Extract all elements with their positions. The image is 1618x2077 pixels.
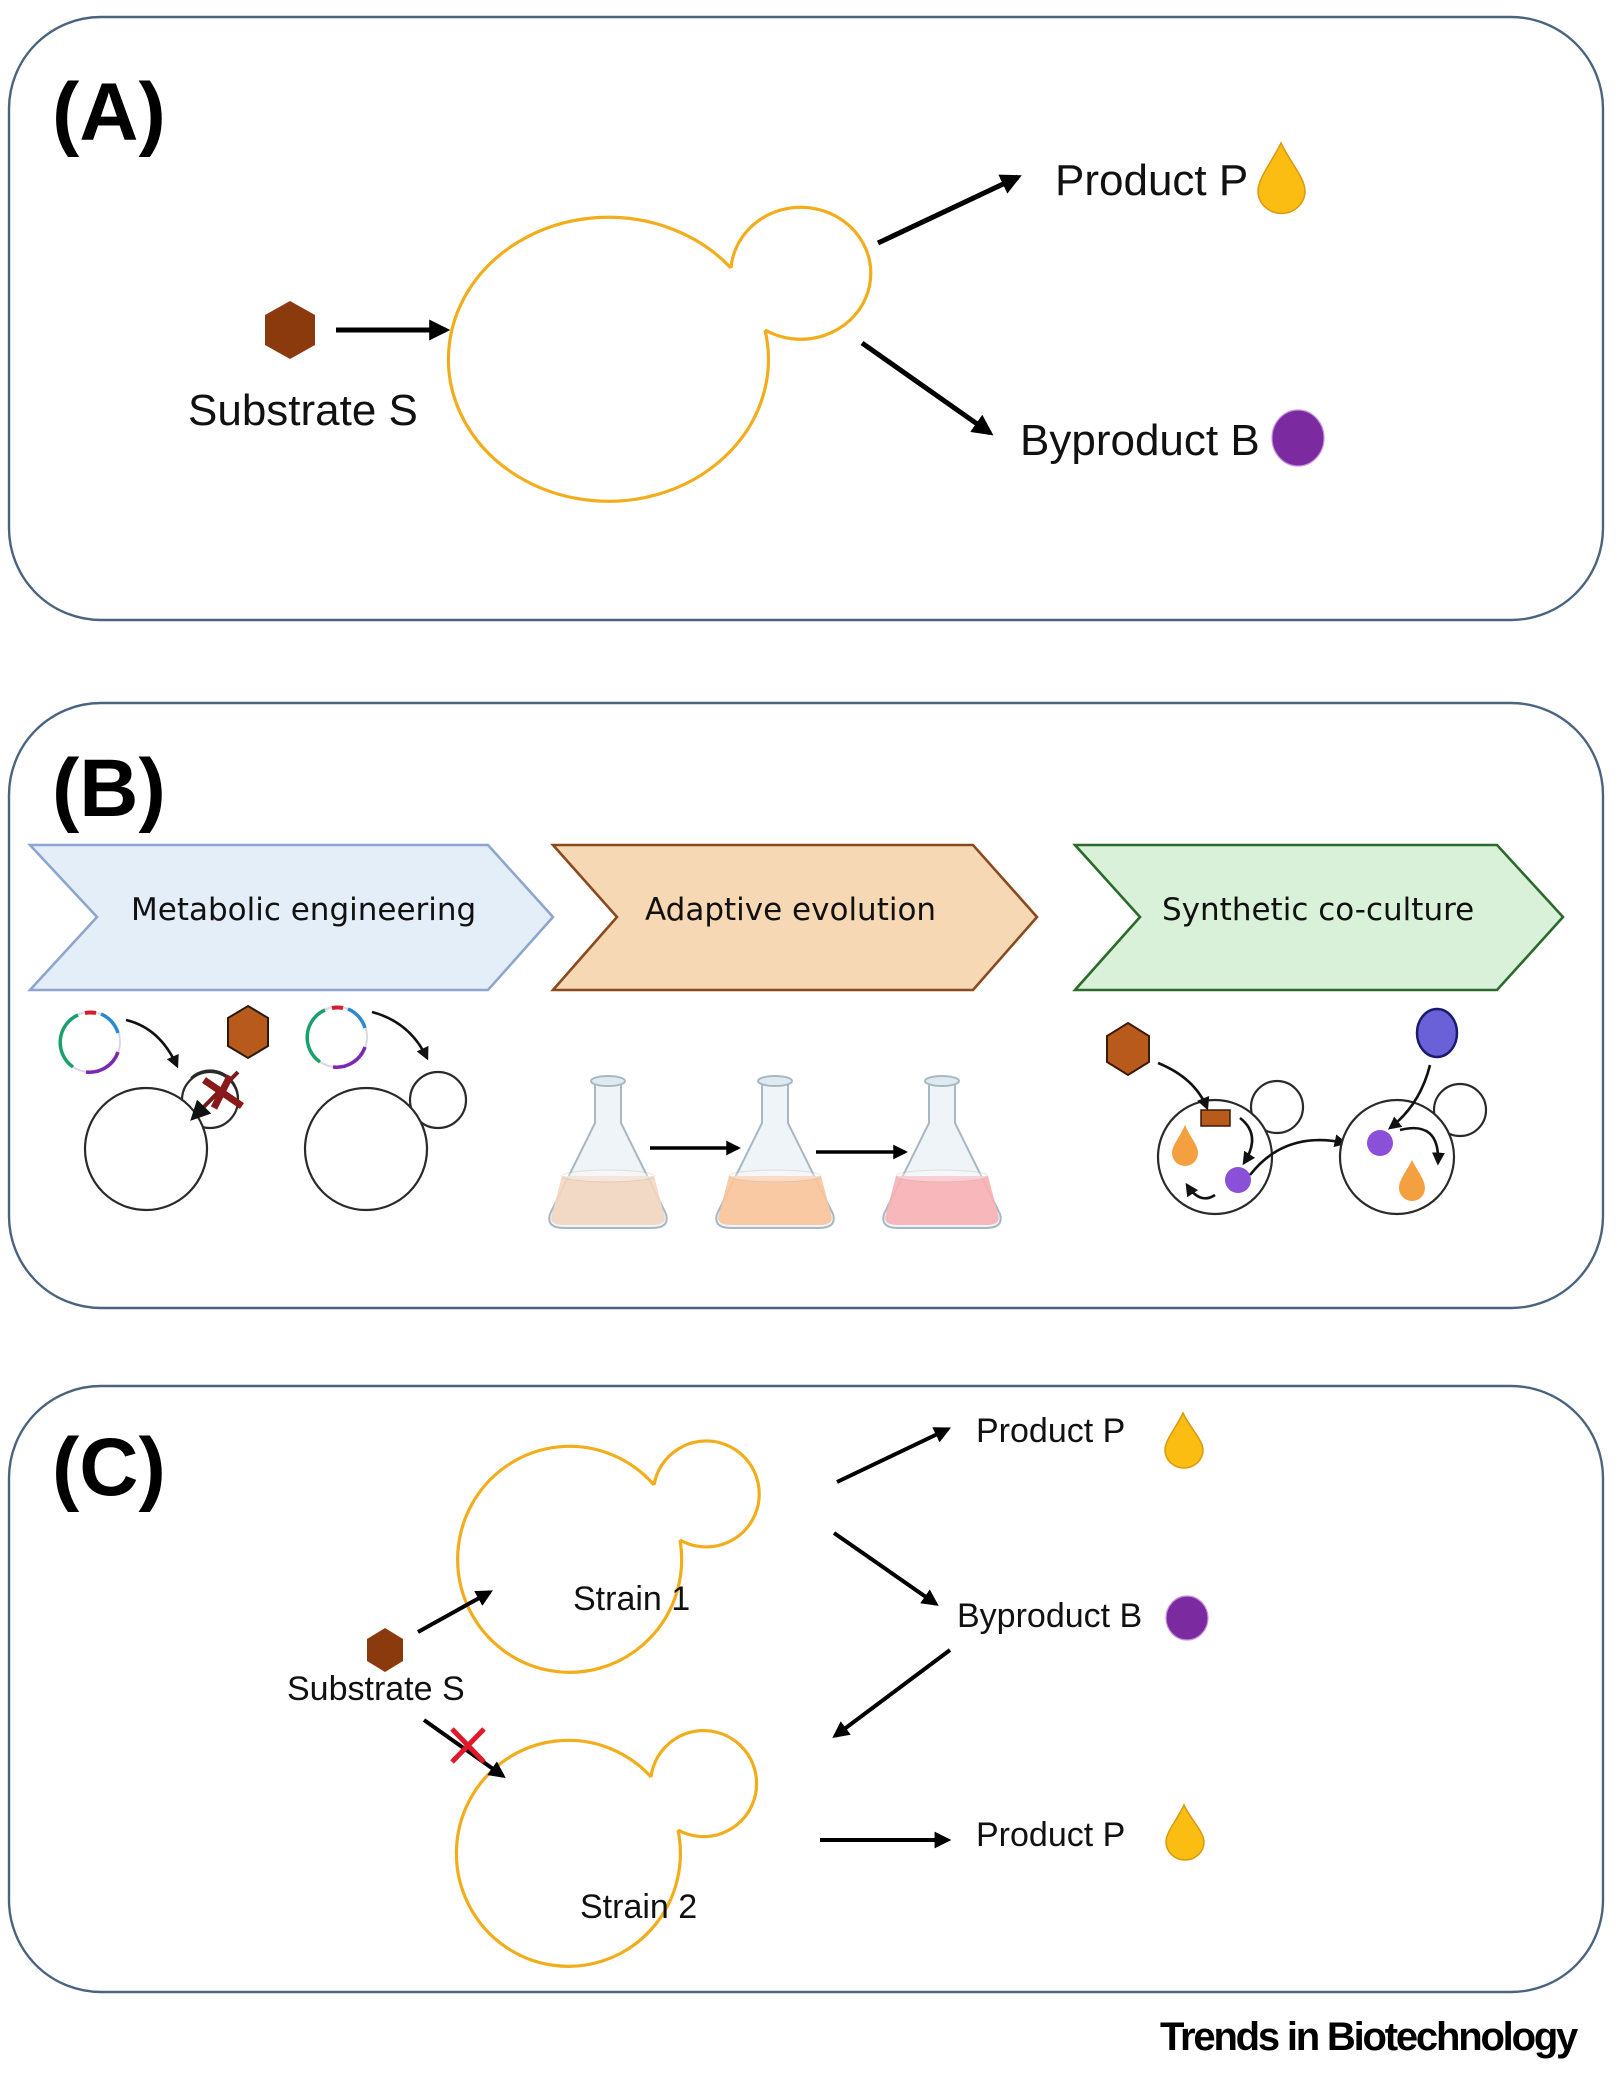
product-droplet-icon [1164,1411,1204,1469]
panel-a: (A) Substrate S Product P Byproduct B [7,15,1605,622]
arrow-cell-to-product [876,174,1022,246]
substrate-label: Substrate S [287,1670,465,1708]
strain2-label: Strain 2 [580,1888,697,1926]
arrow-substrate-to-strain1 [417,1590,493,1634]
strain1-bud-outline [652,1439,761,1549]
panel-a-border [7,15,1605,622]
panel-c-label: (C) [52,1422,166,1513]
strain2-bud-outline [649,1729,759,1839]
knockout-x-icon [202,1074,244,1110]
flask-sequence [548,1075,1002,1229]
flask-icon [882,1075,1002,1229]
arrow-byproduct-transfer [1248,1134,1348,1176]
arrow-plasmid-to-cell [125,1018,179,1069]
panel-b: (B) Metabolic engineering Adaptive evolu… [7,701,1605,1310]
arrow-to-product [1399,1126,1445,1166]
byproduct-circle-icon [1165,1595,1209,1641]
arrow-strain1-to-product [836,1427,952,1484]
byproduct-circle-icon [1225,1167,1251,1193]
strain2-mother-outline [454,1738,682,1968]
flask-liquid [551,1176,665,1225]
arrow-plasmid-to-cell [371,1010,429,1061]
product-label: Product P [1055,156,1248,205]
substrate-hexagon-icon [367,1628,403,1672]
byproduct-circle-icon [1271,409,1325,467]
step-adaptive-evolution: Adaptive evolution [550,843,1039,992]
byproduct-label: Byproduct B [957,1597,1142,1635]
plasmid-icon [305,1005,368,1069]
flask-icon [715,1075,835,1229]
panel-c-border [7,1384,1605,1994]
chevron-synthetic-co-culture [1072,843,1565,992]
panel-b-label: (B) [52,743,166,834]
arrow-strain1-to-byproduct [832,1531,939,1606]
substrate-hexagon-icon [1106,1021,1150,1077]
arrow-to-byproduct [1239,1116,1256,1166]
byproduct-label: Byproduct B [1020,416,1260,465]
yeast-cell-icon [456,1439,761,1674]
strain1-label: Strain 1 [573,1580,690,1618]
product-droplet-icon [1172,1125,1198,1166]
yeast-cell-icon [446,205,873,503]
product-droplet-icon [1399,1160,1425,1201]
byproduct-circle-icon [1367,1130,1393,1156]
yeast-cell-icon [454,1729,759,1968]
product-label-bottom: Product P [976,1816,1125,1854]
product-droplet-icon [1165,1803,1205,1861]
panel-a-label: (A) [52,67,166,158]
substrate-hexagon-icon [227,1004,269,1060]
panel-c: (C) Strain 1 Strain 2 Substrate S Produc… [7,1384,1605,1994]
step-label: Synthetic co-culture [1162,892,1474,928]
journal-name: Trends in Biotechnology [1160,2015,1579,2059]
arrow-uptake [1387,1064,1432,1130]
product-label-top: Product P [976,1412,1125,1450]
flask-icon [548,1075,668,1229]
step-synthetic-co-culture: Synthetic co-culture [1072,843,1565,992]
flask-liquid [718,1176,832,1225]
chevron-metabolic-engineering [27,843,555,992]
arrow-substrate-uptake [1157,1061,1210,1111]
plasmid-icon [58,1010,121,1074]
flask-liquid [885,1176,999,1225]
step-metabolic-engineering: Metabolic engineering [27,843,555,992]
strain1-mother-outline [456,1444,684,1674]
product-droplet-icon [1257,141,1306,215]
yeast-mother-outline [446,215,771,503]
arrow-cell-to-byproduct [860,340,994,436]
substrate-label: Substrate S [188,386,418,435]
yeast-bud-outline [729,205,873,341]
yeast-cell-icon [303,1070,468,1212]
chevron-adaptive-evolution [550,843,1039,992]
step-label: Adaptive evolution [645,892,936,928]
substrate-hexagon-icon [265,301,315,359]
step-label: Metabolic engineering [131,892,476,928]
co-culture-cell-2 [1338,1082,1488,1216]
arrow-to-product [1185,1182,1216,1200]
inhibition-x-icon [450,1727,486,1764]
arrow-byproduct-to-strain2 [832,1648,952,1739]
enzyme-box-icon [1200,1109,1231,1127]
blue-circle-icon [1415,1007,1459,1059]
